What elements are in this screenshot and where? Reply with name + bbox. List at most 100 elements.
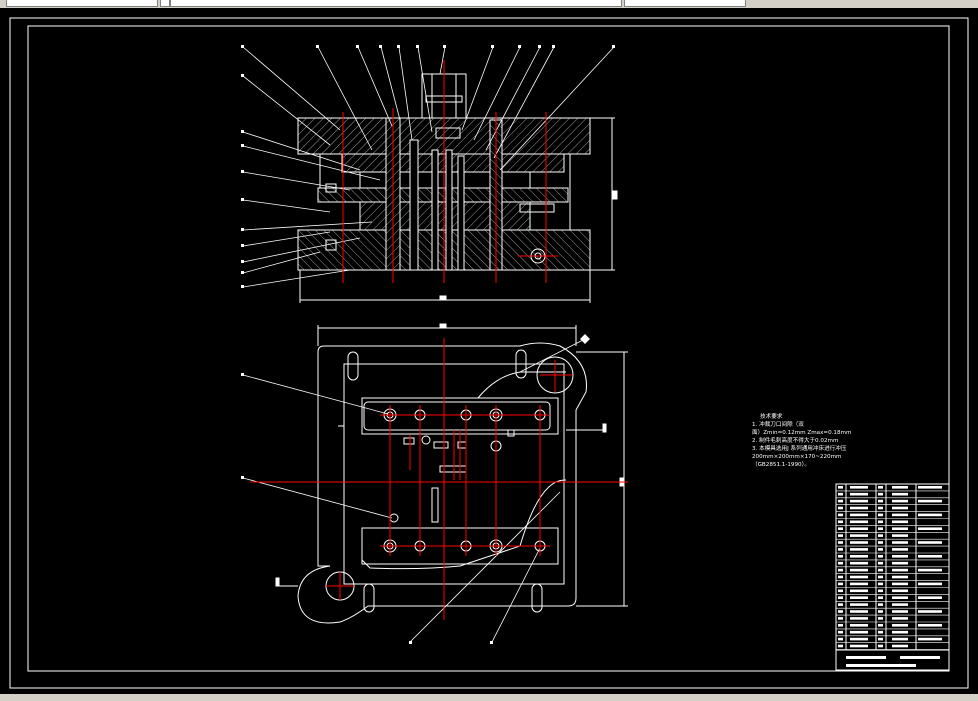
title-block-cell-text [838,513,843,517]
title-block-cell-text [892,617,908,620]
drawing-tab-4[interactable] [624,0,746,7]
title-block-cell-text [838,527,843,530]
title-block-cell-text [850,492,868,496]
outer-border [9,17,969,689]
title-block-cell-text [892,603,908,606]
title-block-cell-text [838,617,843,620]
title-block-cell-text [918,486,942,489]
title-block-cell-text [878,582,883,586]
title-block-text [838,486,942,667]
title-block-cell-text [892,541,908,544]
title-block-cell-text [892,582,908,586]
title-block-cell-text [838,555,843,558]
requirement-line-1: 1. 冲裁刀口间隙（双 [752,422,804,428]
title-block-cell-text [838,637,843,641]
title-block-cell-text [850,541,868,544]
title-block-cell-text [850,506,868,510]
title-block-cell-text [850,486,868,489]
title-block-cell-text [838,561,843,565]
title-block-cell-text [838,541,843,544]
title-block-cell-text [878,499,883,503]
title-block-cell-text [918,499,942,503]
title-block-cell-text [918,541,942,544]
plan-centerlines [250,338,628,620]
title-block-cell-text [918,637,942,641]
technical-requirements: 技术要求 1. 冲裁刀口间隙（双 面）Zmin=0.12mm Zmax=0.18… [752,413,912,469]
requirement-line-2: 面）Zmin=0.12mm Zmax=0.18mm [752,430,852,436]
title-block-cell-text [892,637,908,641]
requirement-line-4: 3. 本模具选用J 系列通用冲床进行冲压 [752,446,847,452]
title-block-cell-text [892,492,908,496]
title-block-cell-text [838,624,843,627]
title-block-cell-text [878,555,883,558]
title-block-cell-text [838,630,843,634]
title-block-cell-text [850,582,868,586]
title-block-cell-text [878,575,883,579]
plan-view [275,323,628,624]
title-block-cell-text [838,644,843,648]
title-block-cell-text [838,506,843,510]
title-block-cell-text [878,589,883,593]
title-block-footer-text [846,664,916,667]
title-block-cell-text [850,644,868,648]
title-block-cell-text [850,527,868,530]
title-block-cell-text [892,575,908,579]
title-block-cell-text [892,520,908,524]
title-block-cell-text [838,534,843,537]
title-block-cell-text [892,630,908,634]
plan-item-markers [241,373,493,644]
status-bar [0,694,978,701]
title-block-cell-text [918,527,942,530]
title-block-cell-text [838,575,843,579]
title-block-cell-text [838,596,843,599]
lower-die-outline [297,342,587,624]
title-block-cell-text [918,596,942,599]
title-block-cell-text [878,637,883,641]
requirement-line-6: （GB2851.1-1990）。 [752,462,810,468]
title-block-cell-text [850,624,868,627]
title-block-cell-text [892,561,908,565]
title-block-cell-text [878,596,883,599]
title-block-cell-text [878,506,883,510]
title-block-cell-text [892,568,908,572]
title-block-cell-text [850,534,868,537]
title-block-cell-text [892,513,908,517]
section-item-markers [241,45,615,288]
title-block-cell-text [838,568,843,572]
title-block-cell-text [892,506,908,510]
title-block-cell-text [892,534,908,537]
title-block-cell-text [850,610,868,613]
drawing-tab-1[interactable] [6,0,158,7]
title-block-cell-text [892,499,908,503]
title-block-cell-text [892,624,908,627]
title-block-cell-text [918,555,942,558]
title-block-cell-text [850,513,868,517]
title-block-cell-text [892,596,908,599]
title-block-cell-text [850,575,868,579]
title-block-cell-text [850,630,868,634]
title-block-cell-text [838,582,843,586]
title-block-cell-text [838,492,843,496]
title-block-cell-text [850,617,868,620]
document-tab-bar [0,0,978,8]
title-block-cell-text [878,610,883,613]
section-leaders [242,46,615,288]
title-block-cell-text [838,548,843,551]
title-block-cell-text [850,568,868,572]
title-block-cell-text [918,582,942,586]
drawing-tab-2[interactable] [160,0,170,7]
title-block-cell-text [878,486,883,489]
title-block-cell-text [892,589,908,593]
title-block-cell-text [838,486,843,489]
title-block-cell-text [878,644,883,648]
title-block-cell-text [838,603,843,606]
drawing-tab-3[interactable] [170,0,622,7]
title-block-cell-text [892,548,908,551]
title-block-cell-text [878,624,883,627]
title-block-cell-text [892,610,908,613]
title-block-cell-text [878,617,883,620]
title-block-cell-text [838,499,843,503]
plan-leaders [242,338,586,643]
title-block-rows [836,490,949,650]
title-block-cell-text [878,492,883,496]
